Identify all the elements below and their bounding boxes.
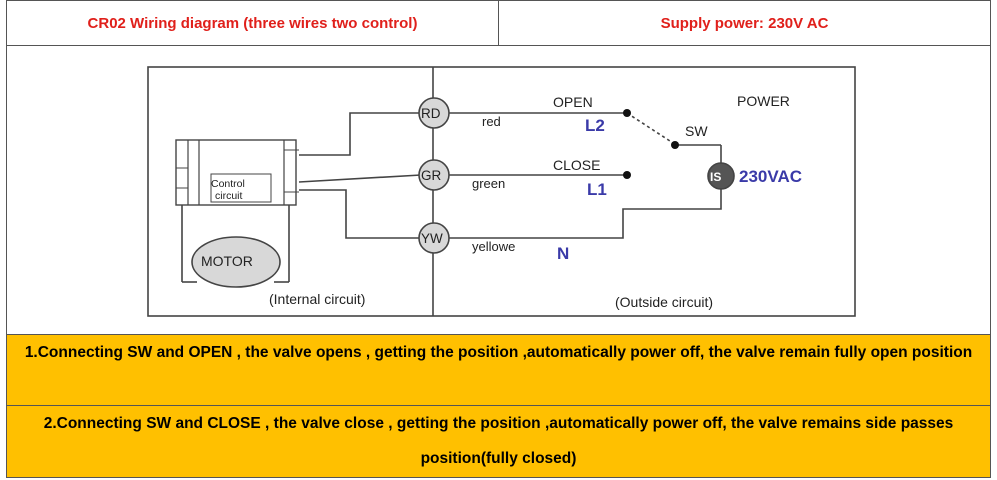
open-label: OPEN <box>553 94 593 110</box>
instruction-close: 2.Connecting SW and CLOSE , the valve cl… <box>6 405 991 478</box>
close-contact <box>623 171 631 179</box>
close-label: CLOSE <box>553 157 600 173</box>
control-circuit-box <box>210 173 272 203</box>
n-label: N <box>557 244 569 263</box>
power-label: POWER <box>737 93 790 109</box>
valve-actuator <box>175 139 299 206</box>
control-label: Control <box>211 178 245 190</box>
open-contact <box>623 109 631 117</box>
instruction-open: 1.Connecting SW and OPEN , the valve ope… <box>6 334 991 406</box>
diagram-title: CR02 Wiring diagram (three wires two con… <box>6 0 499 46</box>
l2-label: L2 <box>585 116 605 135</box>
source-is-label: IS <box>710 170 721 184</box>
terminal-gr-label: GR <box>421 168 442 183</box>
terminal-yw-label: YW <box>421 231 443 246</box>
diagram-frame <box>147 66 856 317</box>
supply-power-label: Supply power: 230V AC <box>498 0 991 46</box>
circuit-label: circuit <box>215 190 243 202</box>
wire-yellow-label: yellowe <box>472 239 515 254</box>
wire-green-label: green <box>472 176 505 191</box>
l1-label: L1 <box>587 180 607 199</box>
motor-symbol <box>191 236 281 288</box>
wiring-diagram-cell: Control circuit MOTOR RD GR YW red green… <box>6 45 991 335</box>
wire-red-label: red <box>482 114 501 129</box>
wiring-diagram: Control circuit MOTOR RD GR YW red green… <box>147 66 856 317</box>
power-source-symbol <box>707 162 735 190</box>
sw-contact <box>671 141 679 149</box>
terminal-rd-label: RD <box>421 106 441 121</box>
sw-label: SW <box>685 123 708 139</box>
outside-circuit-caption: (Outside circuit) <box>615 294 713 310</box>
voltage-label: 230VAC <box>739 167 802 186</box>
motor-label: MOTOR <box>201 253 253 269</box>
internal-circuit-caption: (Internal circuit) <box>269 291 365 307</box>
